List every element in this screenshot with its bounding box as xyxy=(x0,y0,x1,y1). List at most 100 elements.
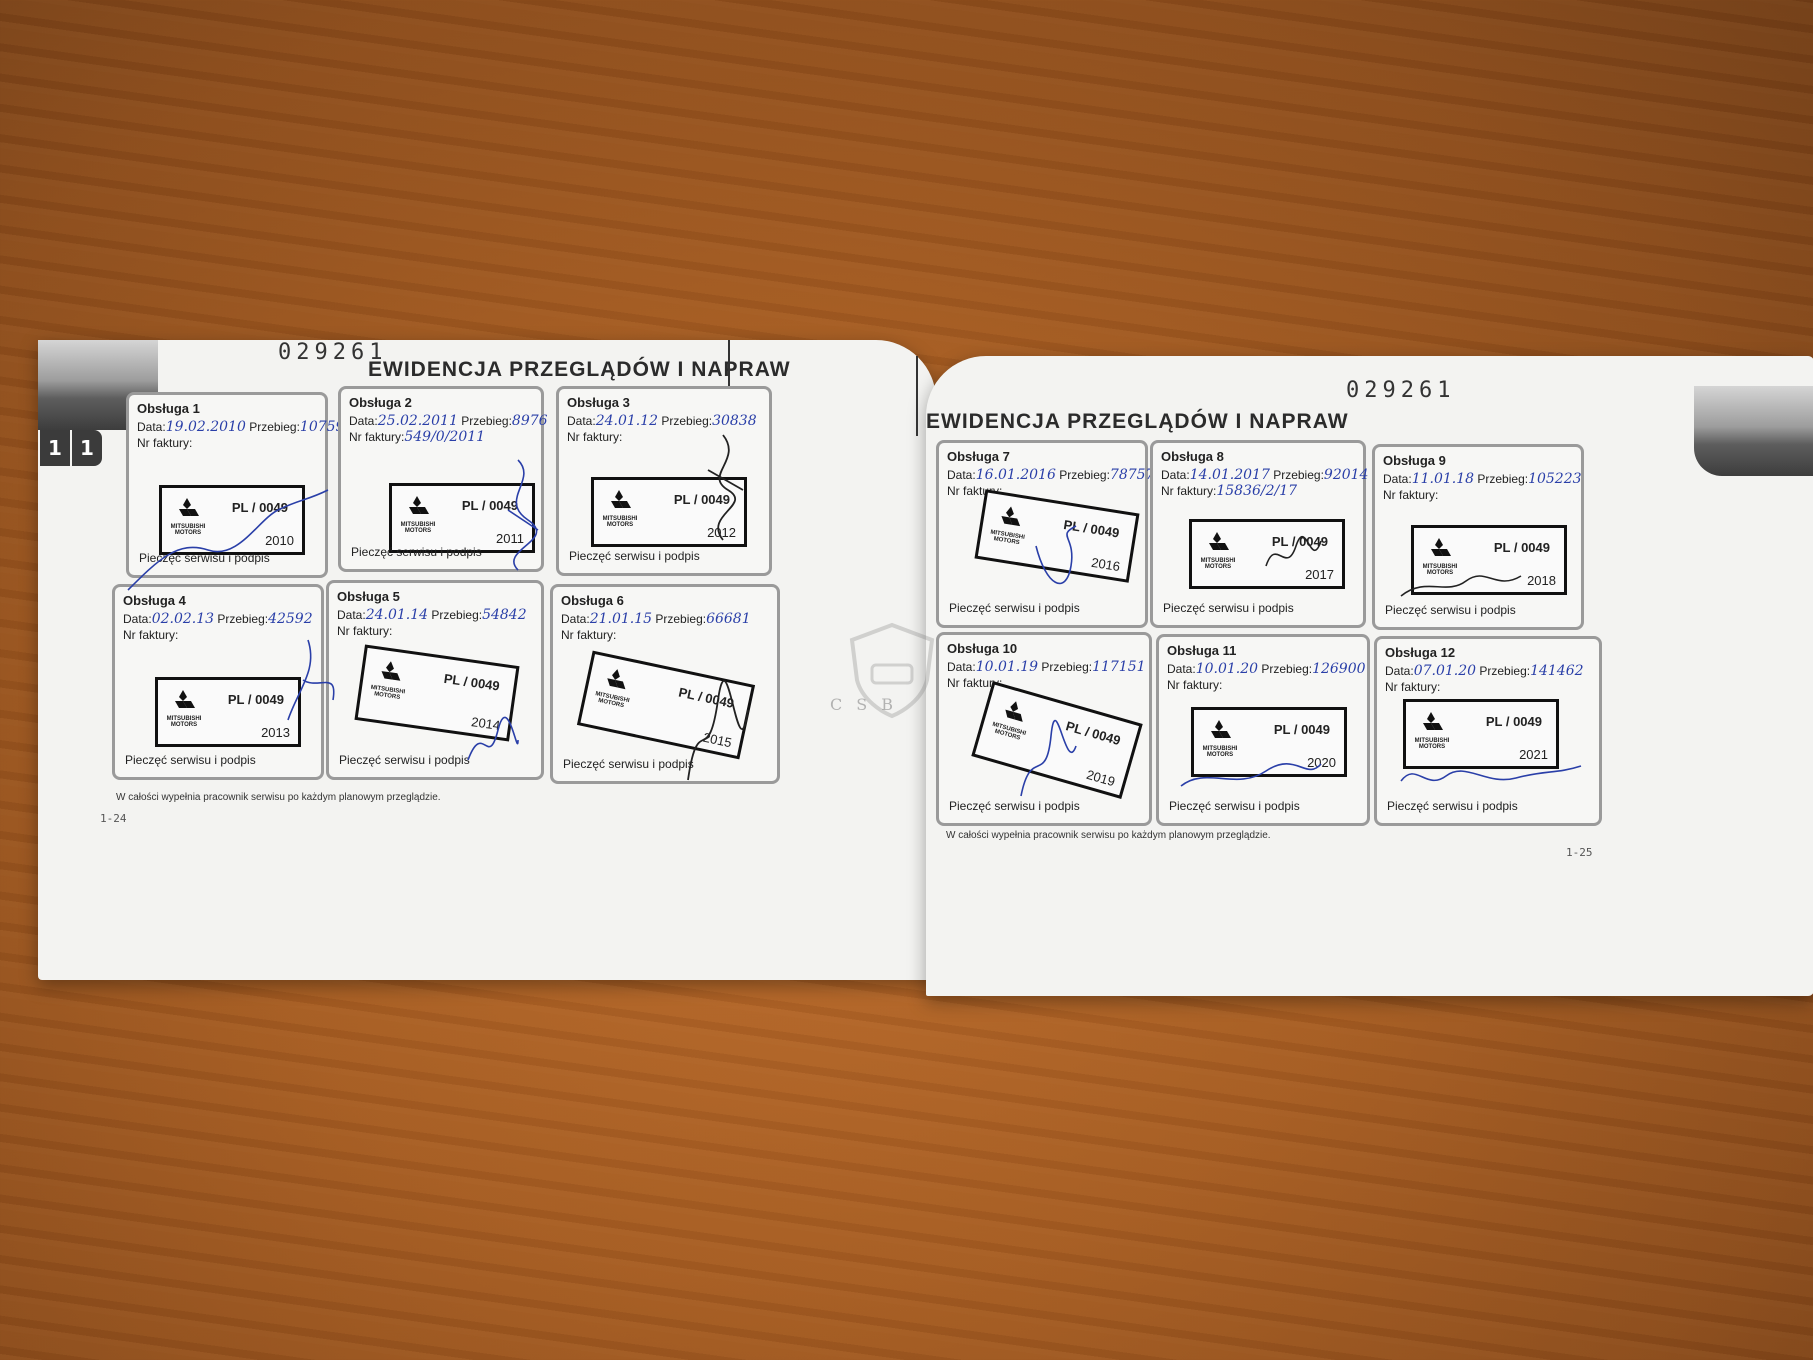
service-title: Obsługa 12 xyxy=(1385,645,1456,660)
dealer-stamp: MITSUBISHI MOTORS PL / 0049 2014 xyxy=(354,644,520,742)
dealer-stamp: MITSUBISHI MOTORS PL / 0049 2015 xyxy=(576,650,756,760)
dealer-stamp: MITSUBISHI MOTORS PL / 0049 2021 xyxy=(1403,699,1559,769)
dealer-stamp: MITSUBISHI MOTORS PL / 0049 2012 xyxy=(591,477,747,547)
stamp-signature-label: Pieczęć serwisu i podpis xyxy=(1385,603,1516,617)
stamp-year: 2020 xyxy=(1307,755,1336,770)
mitsubishi-logo-icon xyxy=(1005,701,1023,722)
invoice-line: Nr faktury: xyxy=(123,628,179,642)
dealer-stamp: MITSUBISHI MOTORS PL / 0049 2017 xyxy=(1189,519,1345,589)
mitsubishi-logo-icon xyxy=(607,669,626,690)
date-line: Data:11.01.18 Przebieg:105223 xyxy=(1383,471,1582,487)
service-title: Obsługa 4 xyxy=(123,593,186,608)
stamp-signature-label: Pieczęć serwisu i podpis xyxy=(1163,601,1294,615)
title-rule xyxy=(916,356,918,436)
stamp-code: PL / 0049 xyxy=(461,498,518,513)
mitsubishi-logo-icon xyxy=(1423,712,1443,730)
service-card-1: Obsługa 1 Data:19.02.2010 Przebieg:10759… xyxy=(126,392,344,578)
invoice-line: Nr faktury:549/0/2011 xyxy=(349,429,486,445)
mitsubishi-logo-icon xyxy=(1211,720,1231,738)
date-line: Data:24.01.12 Przebieg:30838 xyxy=(567,413,757,429)
dealer-stamp: MITSUBISHI MOTORS PL / 0049 2019 xyxy=(971,681,1143,799)
service-card-4: Obsługa 4 Data:02.02.13 Przebieg:42592 N… xyxy=(112,584,324,780)
stamp-code: PL / 0049 xyxy=(1485,714,1542,729)
dealer-stamp: MITSUBISHI MOTORS PL / 0049 2018 xyxy=(1411,525,1567,595)
date-line: Data:10.01.20 Przebieg:126900 xyxy=(1167,661,1366,677)
dealer-stamp: MITSUBISHI MOTORS PL / 0049 2016 xyxy=(974,489,1140,583)
invoice-line: Nr faktury: xyxy=(1167,678,1223,692)
invoice-line: Nr faktury:15836/2/17 xyxy=(1161,483,1298,499)
stamp-year: 2018 xyxy=(1527,573,1556,588)
invoice-line: Nr faktury: xyxy=(567,430,623,444)
service-title: Obsługa 1 xyxy=(137,401,200,416)
mitsubishi-logo-icon xyxy=(1209,532,1229,550)
stamp-year: 2015 xyxy=(701,729,734,751)
watermark-text: CSB xyxy=(830,695,907,714)
mitsubishi-logo-icon xyxy=(179,498,199,516)
invoice-line: Nr faktury: xyxy=(337,624,393,638)
service-card-11: Obsługa 11 Data:10.01.20 Przebieg:126900… xyxy=(1156,634,1370,826)
service-card-10: Obsługa 10 Data:10.01.19 Przebieg:117151… xyxy=(936,632,1152,826)
service-card-6: Obsługa 6 Data:21.01.15 Przebieg:66681 N… xyxy=(550,584,780,784)
invoice-line: Nr faktury: xyxy=(561,628,617,642)
invoice-line: Nr faktury: xyxy=(137,436,193,450)
stamp-signature-label: Pieczęć serwisu i podpis xyxy=(1169,799,1300,813)
service-booklet: 029261 EWIDENCJA PRZEGLĄDÓW I NAPRAW 1 1… xyxy=(8,340,1813,1000)
stamp-signature-label: Pieczęć serwisu i podpis xyxy=(569,549,700,563)
page-number: 1-25 xyxy=(1566,846,1593,859)
stamp-signature-label: Pieczęć serwisu i podpis xyxy=(949,799,1080,813)
page-number: 1-24 xyxy=(100,812,127,825)
stamp-code: PL / 0049 xyxy=(442,670,501,694)
mitsubishi-logo-icon xyxy=(409,496,429,514)
stamp-code: PL / 0049 xyxy=(1271,534,1328,549)
serial-number: 029261 xyxy=(278,340,388,365)
date-line: Data:19.02.2010 Przebieg:10759 xyxy=(137,419,345,435)
stamp-code: PL / 0049 xyxy=(677,684,736,711)
stamp-signature-label: Pieczęć serwisu i podpis xyxy=(351,545,482,559)
service-title: Obsługa 8 xyxy=(1161,449,1224,464)
page-title: EWIDENCJA PRZEGLĄDÓW I NAPRAW xyxy=(368,358,791,381)
service-title: Obsługa 7 xyxy=(947,449,1010,464)
service-card-5: Obsługa 5 Data:24.01.14 Przebieg:54842 N… xyxy=(326,580,544,780)
service-title: Obsługa 5 xyxy=(337,589,400,604)
stamp-code: PL / 0049 xyxy=(231,500,288,515)
left-page: 029261 EWIDENCJA PRZEGLĄDÓW I NAPRAW 1 1… xyxy=(38,340,936,980)
landscape-photo xyxy=(1694,386,1813,476)
date-line: Data:02.02.13 Przebieg:42592 xyxy=(123,611,313,627)
stamp-signature-label: Pieczęć serwisu i podpis xyxy=(949,601,1080,615)
service-card-12: Obsługa 12 Data:07.01.20 Przebieg:141462… xyxy=(1374,636,1602,826)
chapter-tab-2[interactable]: 1 xyxy=(72,430,102,466)
stamp-year: 2014 xyxy=(470,714,502,734)
date-line: Data:16.01.2016 Przebieg:78757 xyxy=(947,467,1155,483)
footnote: W całości wypełnia pracownik serwisu po … xyxy=(116,792,441,803)
stamp-code: PL / 0049 xyxy=(1493,540,1550,555)
service-title: Obsługa 10 xyxy=(947,641,1018,656)
stamp-code: PL / 0049 xyxy=(1273,722,1330,737)
invoice-line: Nr faktury: xyxy=(1383,488,1439,502)
stamp-year: 2013 xyxy=(261,725,290,740)
stamp-year: 2016 xyxy=(1090,554,1122,575)
service-title: Obsługa 6 xyxy=(561,593,624,608)
stamp-year: 2019 xyxy=(1084,766,1117,790)
footnote: W całości wypełnia pracownik serwisu po … xyxy=(946,830,1271,841)
stamp-year: 2021 xyxy=(1519,747,1548,762)
date-line: Data:07.01.20 Przebieg:141462 xyxy=(1385,663,1584,679)
stamp-code: PL / 0049 xyxy=(227,692,284,707)
stamp-code: PL / 0049 xyxy=(1062,517,1121,541)
dealer-stamp: MITSUBISHI MOTORS PL / 0049 2020 xyxy=(1191,707,1347,777)
stamp-year: 2010 xyxy=(265,533,294,548)
mitsubishi-logo-icon xyxy=(381,661,401,681)
stamp-code: PL / 0049 xyxy=(673,492,730,507)
stamp-code: PL / 0049 xyxy=(1064,718,1123,749)
right-page: 029261 EWIDENCJA PRZEGLĄDÓW I NAPRAW 1 O… xyxy=(916,356,1813,996)
date-line: Data:21.01.15 Przebieg:66681 xyxy=(561,611,751,627)
service-title: Obsługa 9 xyxy=(1383,453,1446,468)
service-card-3: Obsługa 3 Data:24.01.12 Przebieg:30838 N… xyxy=(556,386,772,576)
date-line: Data:14.01.2017 Przebieg:92014 xyxy=(1161,467,1369,483)
stamp-year: 2011 xyxy=(496,531,524,546)
stamp-year: 2017 xyxy=(1305,567,1334,582)
chapter-tab[interactable]: 1 xyxy=(40,430,70,466)
dealer-stamp: MITSUBISHI MOTORS PL / 0049 2010 xyxy=(159,485,305,555)
stamp-signature-label: Pieczęć serwisu i podpis xyxy=(139,551,270,565)
service-card-9: Obsługa 9 Data:11.01.18 Przebieg:105223 … xyxy=(1372,444,1584,630)
invoice-line: Nr faktury: xyxy=(947,676,1003,690)
